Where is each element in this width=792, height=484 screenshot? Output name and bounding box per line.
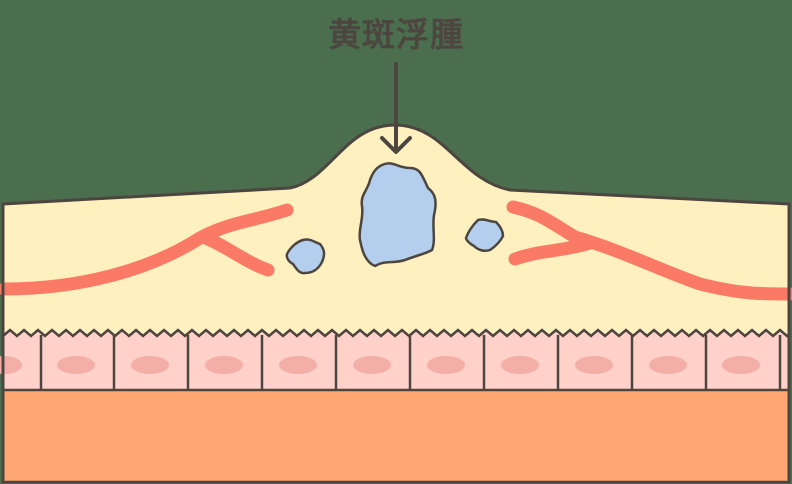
arrow-to-edema xyxy=(380,62,412,154)
diagram-title: 黄斑浮腫 xyxy=(328,15,464,54)
fluid-pocket-large xyxy=(358,162,437,268)
fluid-pocket-small-left xyxy=(285,238,326,275)
fluid-pocket-small-right xyxy=(464,218,505,253)
cell-dividers xyxy=(39,335,782,390)
blood-vessel-right xyxy=(506,200,792,301)
cell-nuclei xyxy=(0,356,760,374)
cell-zigzag-edge xyxy=(1,328,791,340)
blood-vessel-left xyxy=(0,203,294,296)
choroid-layer xyxy=(1,388,791,484)
